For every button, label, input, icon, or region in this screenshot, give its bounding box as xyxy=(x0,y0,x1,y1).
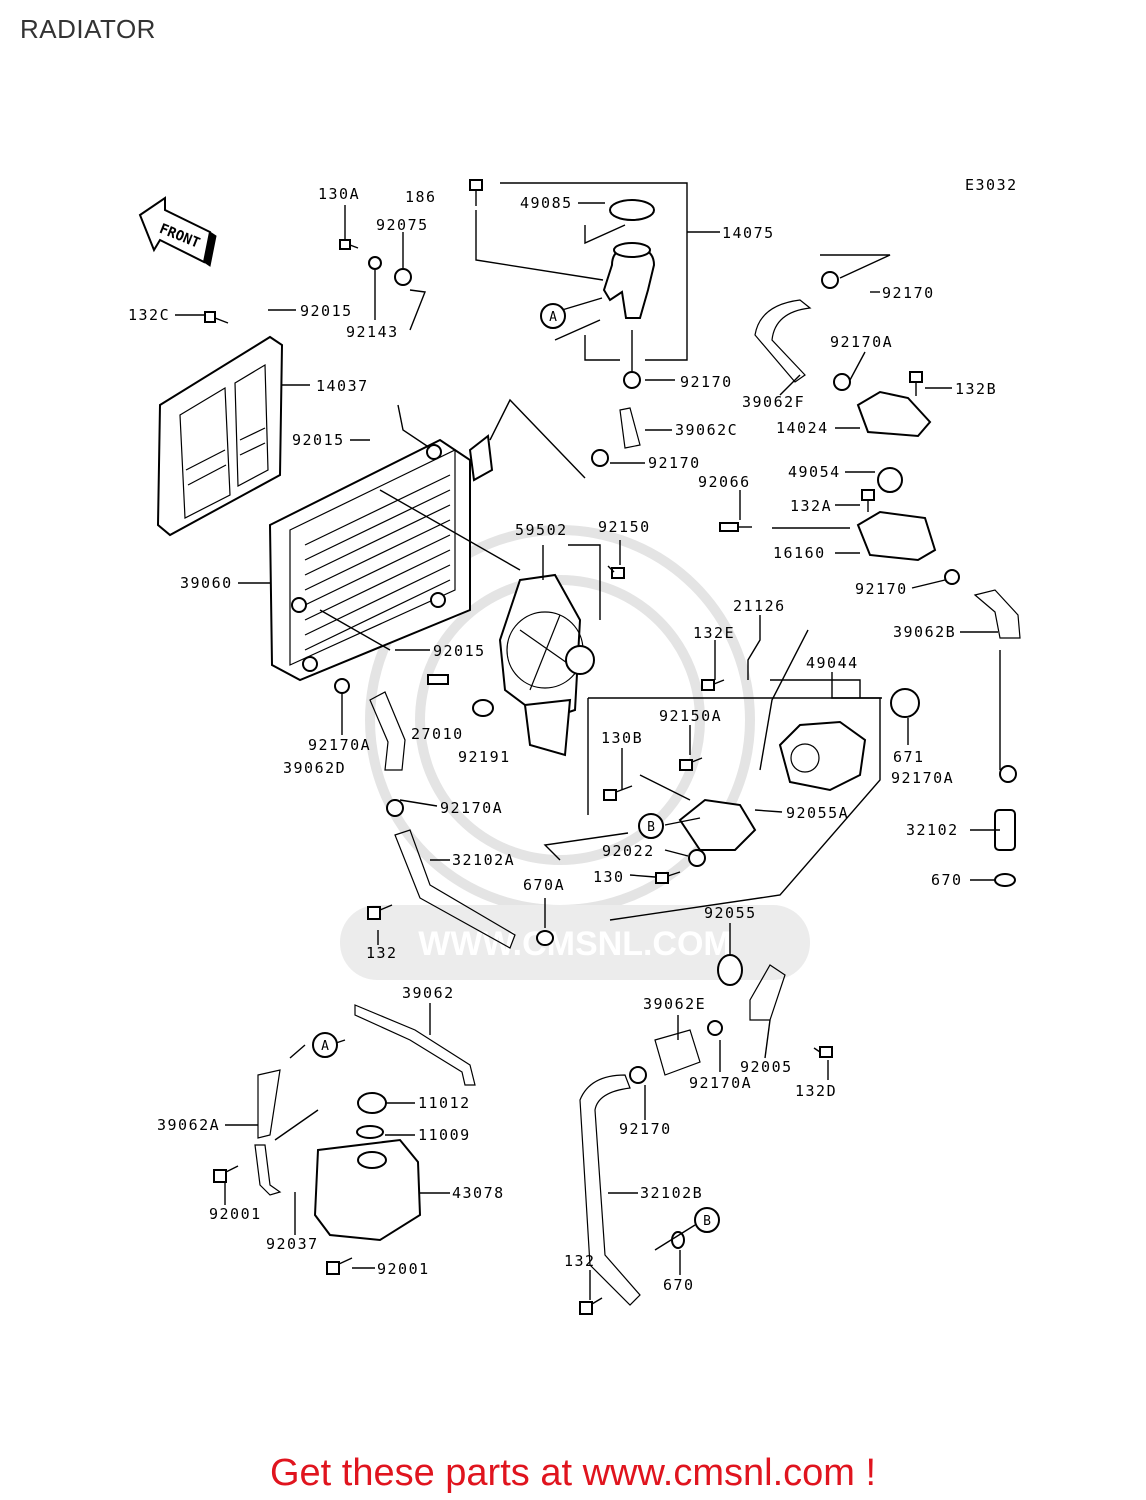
part-label: 39062E xyxy=(643,995,706,1013)
part-label: 92005 xyxy=(740,1058,793,1076)
part-label: 11012 xyxy=(418,1094,471,1112)
part-label: 670A xyxy=(523,876,565,894)
part-label: 16160 xyxy=(773,544,826,562)
callout-circles: A B A B xyxy=(312,303,720,1233)
filler-neck xyxy=(602,199,656,319)
part-labels: 130A 186 92075 49085 14075 92170 132C 92… xyxy=(128,185,997,1294)
diagram-code: E3032 xyxy=(965,176,1018,194)
part-label: 92055 xyxy=(704,904,757,922)
callout-b-1: B xyxy=(647,820,655,835)
part-label: 130B xyxy=(601,729,643,747)
part-label: 92170 xyxy=(648,454,701,472)
part-label: 132 xyxy=(564,1252,596,1270)
part-label: 32102 xyxy=(906,821,959,839)
part-label: 92170 xyxy=(619,1120,672,1138)
part-label: 14075 xyxy=(722,224,775,242)
part-label: 49044 xyxy=(806,654,859,672)
radiator-core xyxy=(268,434,494,682)
part-label: 132B xyxy=(955,380,997,398)
part-label: 132 xyxy=(366,944,398,962)
small-parts xyxy=(334,256,1017,1249)
part-label: 39062F xyxy=(742,393,805,411)
part-label: 186 xyxy=(405,188,437,206)
part-label: 92170A xyxy=(308,736,371,754)
callout-a-2: A xyxy=(321,1039,329,1054)
part-label: 49054 xyxy=(788,463,841,481)
part-label: 92001 xyxy=(377,1260,430,1278)
part-label: 39062A xyxy=(157,1116,220,1134)
part-label: 49085 xyxy=(520,194,573,212)
part-label: 59502 xyxy=(515,521,568,539)
part-label: 92191 xyxy=(458,748,511,766)
part-label: 92170A xyxy=(689,1074,752,1092)
part-label: 92015 xyxy=(292,431,345,449)
part-label: 39062B xyxy=(893,623,956,641)
leader-lines xyxy=(175,182,1001,1300)
part-label: 92001 xyxy=(209,1205,262,1223)
part-label: 32102B xyxy=(640,1184,703,1202)
part-label: 92170A xyxy=(440,799,503,817)
part-label: 130 xyxy=(593,868,625,886)
part-label: 92170 xyxy=(882,284,935,302)
part-label: 92055A xyxy=(786,804,849,822)
part-label: 39062C xyxy=(675,421,738,439)
part-label: 43078 xyxy=(452,1184,505,1202)
part-label: 92150A xyxy=(659,707,722,725)
part-label: 14037 xyxy=(316,377,369,395)
part-label: 132C xyxy=(128,306,170,324)
part-label: 92170A xyxy=(830,333,893,351)
part-label: 92150 xyxy=(598,518,651,536)
part-label: 132D xyxy=(795,1082,837,1100)
part-label: 14024 xyxy=(776,419,829,437)
part-label: 92075 xyxy=(376,216,429,234)
part-label: 92022 xyxy=(602,842,655,860)
part-label: 21126 xyxy=(733,597,786,615)
thermostat-housing xyxy=(856,390,937,562)
part-label: 670 xyxy=(931,871,963,889)
part-label: 92170A xyxy=(891,769,954,787)
part-label: 39060 xyxy=(180,574,233,592)
part-label: 132E xyxy=(693,624,735,642)
part-label: 32102A xyxy=(452,851,515,869)
buy-parts-link[interactable]: Get these parts at www.cmsnl.com ! xyxy=(269,1452,877,1494)
part-label: 27010 xyxy=(411,725,464,743)
part-label: 39062D xyxy=(283,759,346,777)
callout-b-2: B xyxy=(703,1214,711,1229)
radiator-guard xyxy=(156,335,284,537)
part-label: 92170 xyxy=(680,373,733,391)
watermark-text: WWW.CMSNL.COM xyxy=(418,925,732,963)
part-label: 92143 xyxy=(346,323,399,341)
part-label: 92066 xyxy=(698,473,751,491)
part-label: 11009 xyxy=(418,1126,471,1144)
part-label: 92037 xyxy=(266,1235,319,1253)
part-label: 92015 xyxy=(300,302,353,320)
bolts xyxy=(204,179,923,1315)
front-arrow: FRONT xyxy=(138,196,217,267)
part-label: 92015 xyxy=(433,642,486,660)
reservoir-tank xyxy=(313,1092,422,1242)
part-label: 39062 xyxy=(402,984,455,1002)
part-label: 130A xyxy=(318,185,360,203)
part-label: 671 xyxy=(893,748,925,766)
part-label: 132A xyxy=(790,497,832,515)
part-label: 670 xyxy=(663,1276,695,1294)
callout-a-1: A xyxy=(549,310,557,325)
part-label: 92170 xyxy=(855,580,908,598)
cooling-fan xyxy=(498,573,595,757)
page-title: RADIATOR xyxy=(20,14,156,44)
